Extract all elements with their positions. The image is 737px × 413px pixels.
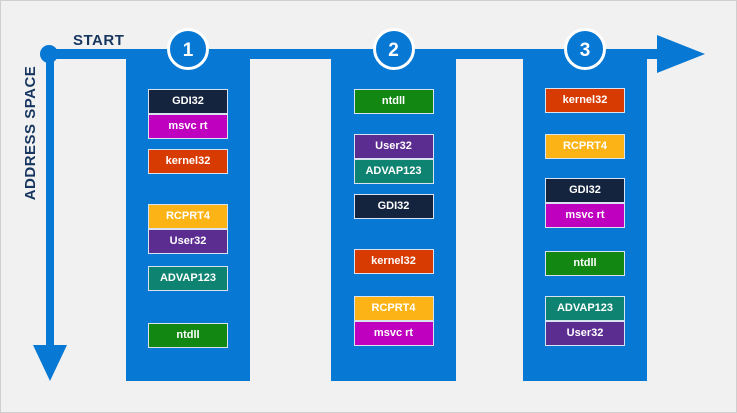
- start-point-dot: [40, 45, 58, 63]
- module-box-msvc-rt: msvc rt: [148, 114, 228, 139]
- step-badge-2: 2: [372, 28, 415, 70]
- module-box-user32: User32: [148, 229, 228, 254]
- module-box-rcprt4: RCPRT4: [148, 204, 228, 229]
- address-space-label: ADDRESS SPACE: [22, 65, 39, 201]
- module-box-msvc-rt: msvc rt: [353, 321, 434, 346]
- address-space-axis-line: [46, 54, 54, 346]
- step-badge-3: 3: [564, 28, 606, 70]
- module-box-advap123: ADVAP123: [353, 159, 434, 184]
- module-box-kernel32: kernel32: [545, 88, 625, 113]
- module-box-gdi32: GDI32: [148, 89, 228, 114]
- module-box-gdi32: GDI32: [353, 194, 434, 219]
- module-box-rcprt4: RCPRT4: [353, 296, 434, 321]
- arrow-right-icon: [657, 35, 705, 73]
- module-box-ntdll: ntdll: [545, 251, 625, 276]
- module-box-rcprt4: RCPRT4: [545, 134, 625, 159]
- module-box-advap123: ADVAP123: [148, 266, 228, 291]
- arrow-down-icon: [33, 345, 67, 381]
- module-box-gdi32: GDI32: [545, 178, 625, 203]
- module-box-msvc-rt: msvc rt: [545, 203, 625, 228]
- module-box-kernel32: kernel32: [148, 149, 228, 174]
- step-badge-1: 1: [167, 28, 209, 70]
- module-box-user32: User32: [353, 134, 434, 159]
- module-box-ntdll: ntdll: [353, 89, 434, 114]
- module-box-kernel32: kernel32: [353, 249, 434, 274]
- module-box-user32: User32: [545, 321, 625, 346]
- module-box-advap123: ADVAP123: [545, 296, 625, 321]
- module-box-ntdll: ntdll: [148, 323, 228, 348]
- start-label: START: [73, 32, 125, 49]
